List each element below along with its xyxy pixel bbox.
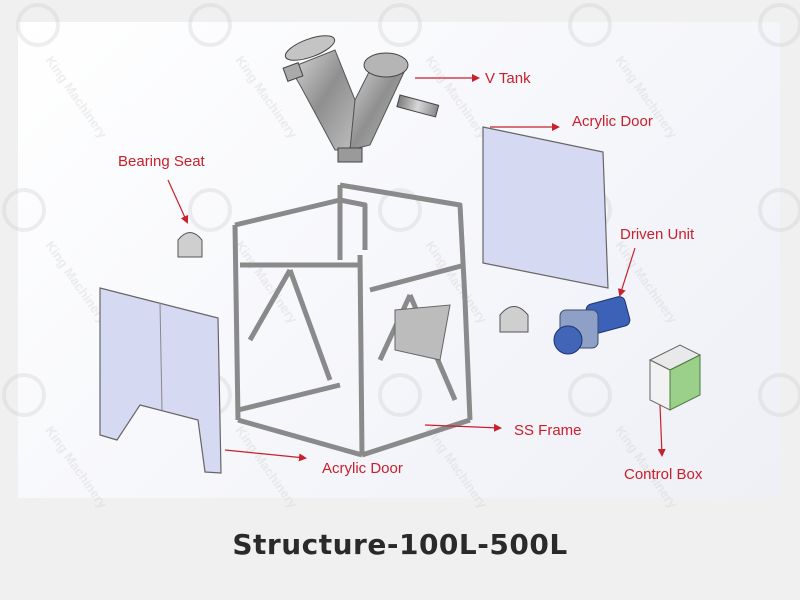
watermark-logo-icon xyxy=(188,3,232,47)
watermark-logo-icon xyxy=(378,373,422,417)
watermark-text: King Machinery xyxy=(43,423,111,512)
callout-line-driven-unit xyxy=(618,247,636,297)
control-box xyxy=(648,344,702,411)
watermark-logo-icon xyxy=(188,188,232,232)
label-driven-unit: Driven Unit xyxy=(620,226,695,243)
callout-line-bearing-seat xyxy=(167,179,189,224)
watermark-logo-icon xyxy=(758,373,800,417)
bearing-seat-right xyxy=(499,306,529,333)
label-v-tank: V Tank xyxy=(485,70,531,87)
label-bearing-seat: Bearing Seat xyxy=(118,153,205,170)
watermark-text: King Machinery xyxy=(423,53,491,142)
label-acrylic-door-bottom: Acrylic Door xyxy=(322,460,403,477)
driven-unit xyxy=(553,296,631,355)
frame-gusset xyxy=(394,304,451,361)
callout-line-acrylic-door-bottom xyxy=(224,449,307,462)
acrylic-door-left xyxy=(99,287,222,474)
diagram-caption: Structure-100L-500L xyxy=(232,528,568,561)
watermark-logo-icon xyxy=(758,188,800,232)
watermark-logo-icon xyxy=(2,373,46,417)
watermark-text: King Machinery xyxy=(43,53,111,142)
watermark-logo-icon xyxy=(568,373,612,417)
watermark-logo-icon xyxy=(378,188,422,232)
label-ss-frame: SS Frame xyxy=(514,422,582,439)
watermark-logo-icon xyxy=(378,3,422,47)
watermark-logo-icon xyxy=(2,188,46,232)
watermark-text: King Machinery xyxy=(423,423,491,512)
callout-line-control-box xyxy=(657,404,666,457)
watermark-logo-icon xyxy=(758,3,800,47)
v-tank xyxy=(282,35,440,163)
watermark-logo-icon xyxy=(568,3,612,47)
callout-line-ss-frame xyxy=(424,423,502,432)
acrylic-door-right xyxy=(482,126,609,289)
label-acrylic-door-top: Acrylic Door xyxy=(572,113,653,130)
watermark-logo-icon xyxy=(16,3,60,47)
label-control-box: Control Box xyxy=(624,466,703,483)
bearing-seat-left xyxy=(177,232,203,258)
acrylic-door-left-seam xyxy=(159,302,163,411)
